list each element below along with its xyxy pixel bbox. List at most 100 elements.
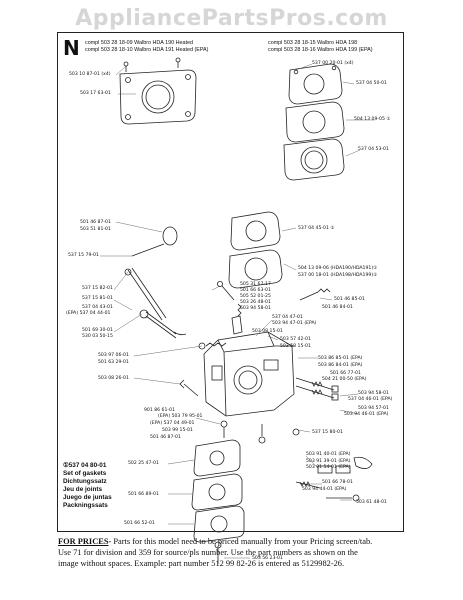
part-label: 503 94 57-01: [358, 406, 389, 411]
carburetor-body: [203, 315, 295, 417]
part-label: 503 86 84-01 (EPA): [318, 363, 363, 368]
part-label: 537 04 43-01: [82, 305, 113, 310]
part-label: 503 99 15-01: [162, 428, 193, 433]
gasket-set-legend: ①537 04 80-01 Set of gaskets Dichtungssa…: [63, 462, 112, 510]
gasket-set-de: Dichtungssatz: [63, 478, 107, 485]
gasket-set-sv: Packningssats: [63, 502, 108, 509]
choke-lever: [139, 309, 187, 339]
inlet-needle-spring: [299, 288, 331, 301]
part-label: 503 97 06-01: [98, 353, 129, 358]
throttle-shaft: [124, 267, 167, 321]
throttle-return-spring: [198, 342, 227, 350]
part-label: 501 66 52-01: [124, 521, 155, 526]
pump-plate-bottom: [193, 505, 245, 543]
part-label: 501 66 63-01: [240, 288, 271, 293]
part-label: 501 69 30-01: [82, 328, 113, 333]
part-label: 537 00 18-01 (HDA198/HDA199)①: [298, 273, 378, 278]
part-label: 503 58 15-01: [280, 344, 311, 349]
metering-diaphragm: [230, 211, 281, 251]
carburetor-cover-top-left: [119, 69, 197, 125]
part-label: 537 15 82-01: [82, 286, 113, 291]
part-label: 503 17 63-01: [80, 91, 111, 96]
pricing-note-line2: Use 71 for division and 359 for source/p…: [58, 548, 358, 557]
part-label: 504 21 00-50 (EPA): [322, 377, 367, 382]
part-label: 501 66 77-01: [330, 371, 361, 376]
pump-gasket-top-right: [285, 101, 345, 143]
part-label: 503 91 39-01 (EPA): [306, 459, 351, 464]
pump-cover-bottom: [193, 439, 241, 477]
section-letter: N: [63, 36, 80, 60]
part-label: 504 13 09-06 (HDA190/HDA191)①: [298, 266, 378, 271]
pricing-note-lead: FOR PRICES: [58, 537, 109, 546]
part-label: 503 10 87-01 (x4): [69, 72, 111, 77]
part-label: 503 86 85-01 (EPA): [318, 356, 363, 361]
part-label: 503 56 23-01: [252, 556, 283, 561]
part-label: (EPA) 537 04 44-01: [66, 311, 111, 316]
part-label: 503 94 46-01 (EPA): [344, 412, 389, 417]
needle-valve: [216, 280, 242, 317]
part-label: 501 66 89-01: [128, 492, 159, 497]
part-label: (EPA) 537 04 49-01: [150, 421, 195, 426]
diagram-frame: [57, 32, 404, 532]
part-label: 537 15 80-01: [312, 430, 343, 435]
part-label: 537 04 50-01: [356, 81, 387, 86]
pricing-note-line3: image without spaces. Example: part numb…: [58, 559, 345, 568]
gasket-set-fr: Jeu de joints: [63, 486, 103, 493]
part-label: 503 91 40-01 (EPA): [306, 452, 351, 457]
idle-screw: [179, 379, 199, 397]
gasket-set-es: Juego de juntas: [63, 494, 112, 501]
part-label: 537 04 46-01 (EPA): [348, 397, 393, 402]
part-label: 503 57 42-01: [280, 337, 311, 342]
part-label: 501 46 84-01: [322, 305, 353, 310]
body-fittings: [220, 420, 300, 444]
gasket-set-part-number: ①537 04 80-01: [63, 462, 107, 469]
throttle-valve: [131, 226, 178, 257]
part-label: 503 26 48-01: [240, 300, 271, 305]
gasket-set-en: Set of gaskets: [63, 470, 107, 477]
part-label: 537 15 79-01: [68, 253, 99, 258]
part-label: 503 94 47-01 (EPA): [272, 321, 317, 326]
pricing-note: FOR PRICES- Parts for this model need to…: [58, 536, 458, 569]
part-label: 503 08 26-01: [98, 376, 129, 381]
bottom-screw: [214, 541, 222, 564]
part-label: 537 04 47-01: [272, 315, 303, 320]
part-label: 501 66 78-01: [322, 480, 353, 485]
part-label: 537 04 53-01: [358, 147, 389, 152]
metering-gasket: [228, 249, 283, 289]
part-label: 530 03 50-15: [82, 334, 113, 339]
header-left-line2: compl 503 28 18-10 Walbro HDA 191 Heated…: [85, 47, 209, 53]
limiter-caps: [295, 456, 373, 502]
pump-diaphragm-bottom: [191, 473, 243, 511]
part-label: 901 86 61-01: [144, 408, 175, 413]
header-right-line2: compl 503 28 18-16 Walbro HDA 199 (EPA): [268, 47, 373, 53]
part-label: 503 61 48-01: [356, 500, 387, 505]
part-label: 501 46 87-01: [150, 435, 181, 440]
part-label: 501 46 87-01: [80, 220, 111, 225]
header-right-line1: compl 503 28 18-15 Walbro HDA 198: [268, 40, 358, 46]
part-label: 501 46 85-01: [334, 297, 365, 302]
part-label: 503 51 81-01: [80, 227, 111, 232]
adjusting-screws: [295, 377, 339, 401]
part-label: 537 15 81-01: [82, 296, 113, 301]
part-label: 503 94 58-01: [240, 306, 271, 311]
part-label: 503 94 44-01 (EPA): [302, 487, 347, 492]
part-label: 503 91 54-01 (EPA): [306, 465, 351, 470]
part-label: 503 94 58-01: [358, 391, 389, 396]
part-label: (EPA) 503 79 95-01: [158, 414, 203, 419]
part-label: 502 25 47-01: [128, 461, 159, 466]
part-label: 505 31 67-17: [240, 282, 271, 287]
part-label: 503 08 15-01: [252, 329, 283, 334]
part-label: 505 52 01-25: [240, 294, 271, 299]
pump-diaphragm-top-right: [283, 138, 345, 181]
part-label: 504 13 09-05 ①: [354, 117, 391, 122]
pricing-note-line1: - Parts for this model need to be priced…: [108, 537, 373, 546]
pump-cover-top-right: [288, 63, 343, 105]
part-label: 537 00 20-01 (x4): [312, 61, 354, 66]
watermark-text: AppliancePartsPros.com: [75, 6, 388, 31]
part-label: 501 63 29-01: [98, 360, 129, 365]
cover-screws: [123, 57, 181, 72]
leader-lines: [100, 63, 375, 559]
header-left-line1: compl 503 28 18-09 Walbro HDA 190 Heated: [85, 40, 193, 46]
part-label: 537 04 45-01 ①: [298, 226, 335, 231]
